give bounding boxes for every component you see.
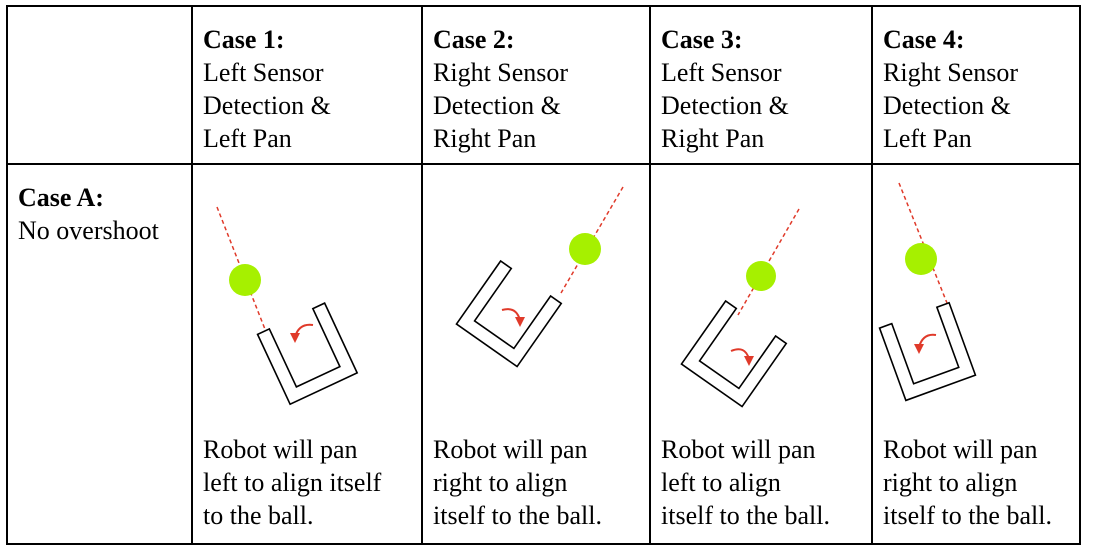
case-1-line-1: Left Sensor	[203, 58, 324, 87]
robot-gripper	[680, 299, 788, 408]
caption-3-line-2: left to align	[661, 468, 781, 497]
caption-case-1: Robot will pan left to align itself to t…	[203, 433, 417, 532]
empty-corner-cell	[6, 5, 193, 165]
diagram-case-2	[455, 186, 624, 368]
robot-gripper	[455, 259, 563, 368]
diagram-case-1	[216, 206, 359, 406]
caption-1-line-3: to the ball.	[203, 501, 314, 530]
diagram-case-4	[878, 182, 977, 402]
header-case-4: Case 4: Right Sensor Detection & Left Pa…	[871, 5, 1081, 165]
case-3-line-1: Left Sensor	[661, 58, 782, 87]
diagram-cell-case-4: Robot will pan right to align itself to …	[871, 163, 1081, 545]
ball	[746, 261, 776, 291]
robot-outline	[680, 299, 788, 408]
sensor-line	[898, 182, 948, 304]
arrow-head	[914, 344, 924, 354]
case-4-line-1: Right Sensor	[883, 58, 1019, 87]
diagram-cell-case-1: Robot will pan left to align itself to t…	[191, 163, 423, 545]
robot-outline	[256, 302, 359, 406]
ball	[569, 233, 601, 265]
case-4-line-2: Detection &	[883, 91, 1011, 120]
caption-3-line-1: Robot will pan	[661, 435, 816, 464]
header-case-3: Case 3: Left Sensor Detection & Right Pa…	[649, 5, 873, 165]
diagram-cell-case-3: Robot will pan left to align itself to t…	[649, 163, 873, 545]
case-3-title: Case 3:	[661, 25, 743, 54]
diagram-cell-case-2: Robot will pan right to align itself to …	[421, 163, 651, 545]
cases-table: Case 1: Left Sensor Detection & Left Pan…	[6, 5, 1081, 545]
caption-case-4: Robot will pan right to align itself to …	[883, 433, 1075, 532]
robot-gripper	[878, 301, 977, 402]
caption-case-2: Robot will pan right to align itself to …	[433, 433, 645, 532]
caption-case-3: Robot will pan left to align itself to t…	[661, 433, 867, 532]
case-a-subtitle: No overshoot	[18, 216, 159, 245]
case-4-title: Case 4:	[883, 25, 965, 54]
caption-1-line-1: Robot will pan	[203, 435, 358, 464]
caption-2-line-3: itself to the ball.	[433, 501, 602, 530]
arrow-head	[744, 356, 754, 366]
ball	[905, 243, 937, 275]
caption-2-line-2: right to align	[433, 468, 568, 497]
caption-4-line-3: itself to the ball.	[883, 501, 1052, 530]
robot-gripper	[256, 302, 359, 406]
ball	[229, 264, 261, 296]
case-a-title: Case A:	[18, 183, 104, 212]
arrow-head	[515, 317, 525, 327]
caption-4-line-1: Robot will pan	[883, 435, 1038, 464]
case-2-line-1: Right Sensor	[433, 58, 569, 87]
robot-outline	[878, 301, 977, 402]
sensor-line	[737, 208, 800, 316]
header-case-2: Case 2: Right Sensor Detection & Right P…	[421, 5, 651, 165]
case-1-line-2: Detection &	[203, 91, 331, 120]
case-3-line-2: Detection &	[661, 91, 789, 120]
robot-outline	[455, 259, 563, 368]
case-1-line-3: Left Pan	[203, 124, 292, 153]
caption-2-line-1: Robot will pan	[433, 435, 588, 464]
case-a-row: Case A: No overshoot Robot will pan left…	[6, 163, 1081, 545]
caption-4-line-2: right to align	[883, 468, 1018, 497]
arrow-head	[290, 333, 300, 343]
case-4-line-3: Left Pan	[883, 124, 972, 153]
case-2-line-2: Detection &	[433, 91, 561, 120]
case-2-line-3: Right Pan	[433, 124, 537, 153]
case-3-line-3: Right Pan	[661, 124, 765, 153]
header-row: Case 1: Left Sensor Detection & Left Pan…	[6, 5, 1081, 165]
caption-1-line-2: left to align itself	[203, 468, 382, 497]
row-header-case-a: Case A: No overshoot	[6, 163, 193, 545]
diagram-case-3	[680, 208, 800, 408]
case-2-title: Case 2:	[433, 25, 515, 54]
caption-3-line-3: itself to the ball.	[661, 501, 830, 530]
case-1-title: Case 1:	[203, 25, 285, 54]
header-case-1: Case 1: Left Sensor Detection & Left Pan	[191, 5, 423, 165]
